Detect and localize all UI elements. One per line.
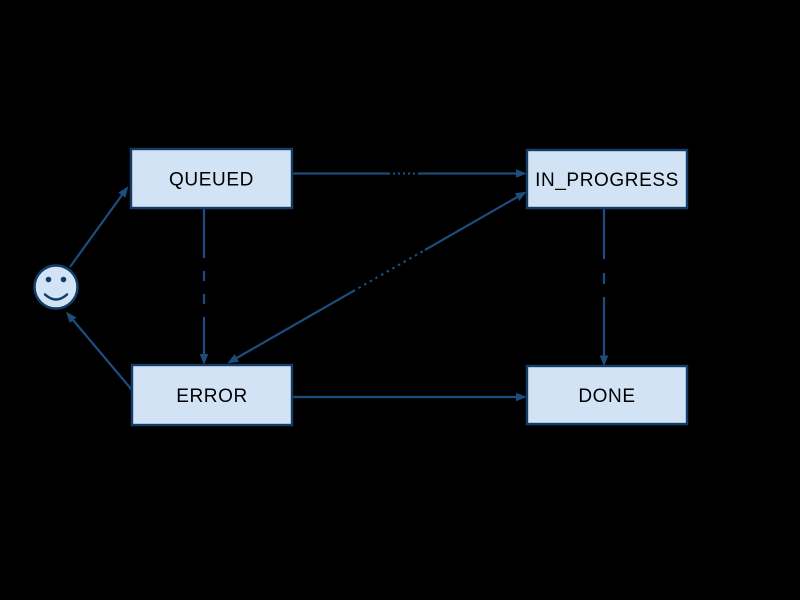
node-queued-label: QUEUED	[169, 170, 254, 191]
node-done-label: DONE	[578, 386, 635, 407]
node-error-label: ERROR	[176, 386, 248, 407]
node-queued-box	[129, 147, 294, 210]
smiley-mouth	[43, 293, 69, 301]
node-done-box	[525, 364, 689, 426]
node-queued: QUEUED	[129, 147, 294, 210]
node-error: ERROR	[130, 363, 294, 427]
edge-error-to-start	[66, 311, 133, 391]
edge-start-to-queued	[69, 186, 129, 268]
node-in-progress: IN_PROGRESS	[525, 148, 689, 210]
node-in-progress-label: IN_PROGRESS	[535, 170, 679, 191]
smiley-left-eye	[45, 276, 52, 283]
smiley-face-icon	[33, 264, 79, 310]
obscured-label-artifact-in-progress-error	[353, 247, 427, 293]
node-error-box	[130, 363, 294, 427]
start-state-smiley	[33, 264, 79, 310]
smiley-right-eye	[60, 276, 67, 283]
edges-layer	[66, 169, 609, 402]
node-done: DONE	[525, 364, 689, 426]
edge-in-progress-error-bidirectional	[227, 191, 527, 364]
node-in-progress-box	[525, 148, 689, 210]
obscured-edge-labels-layer	[200, 170, 608, 318]
